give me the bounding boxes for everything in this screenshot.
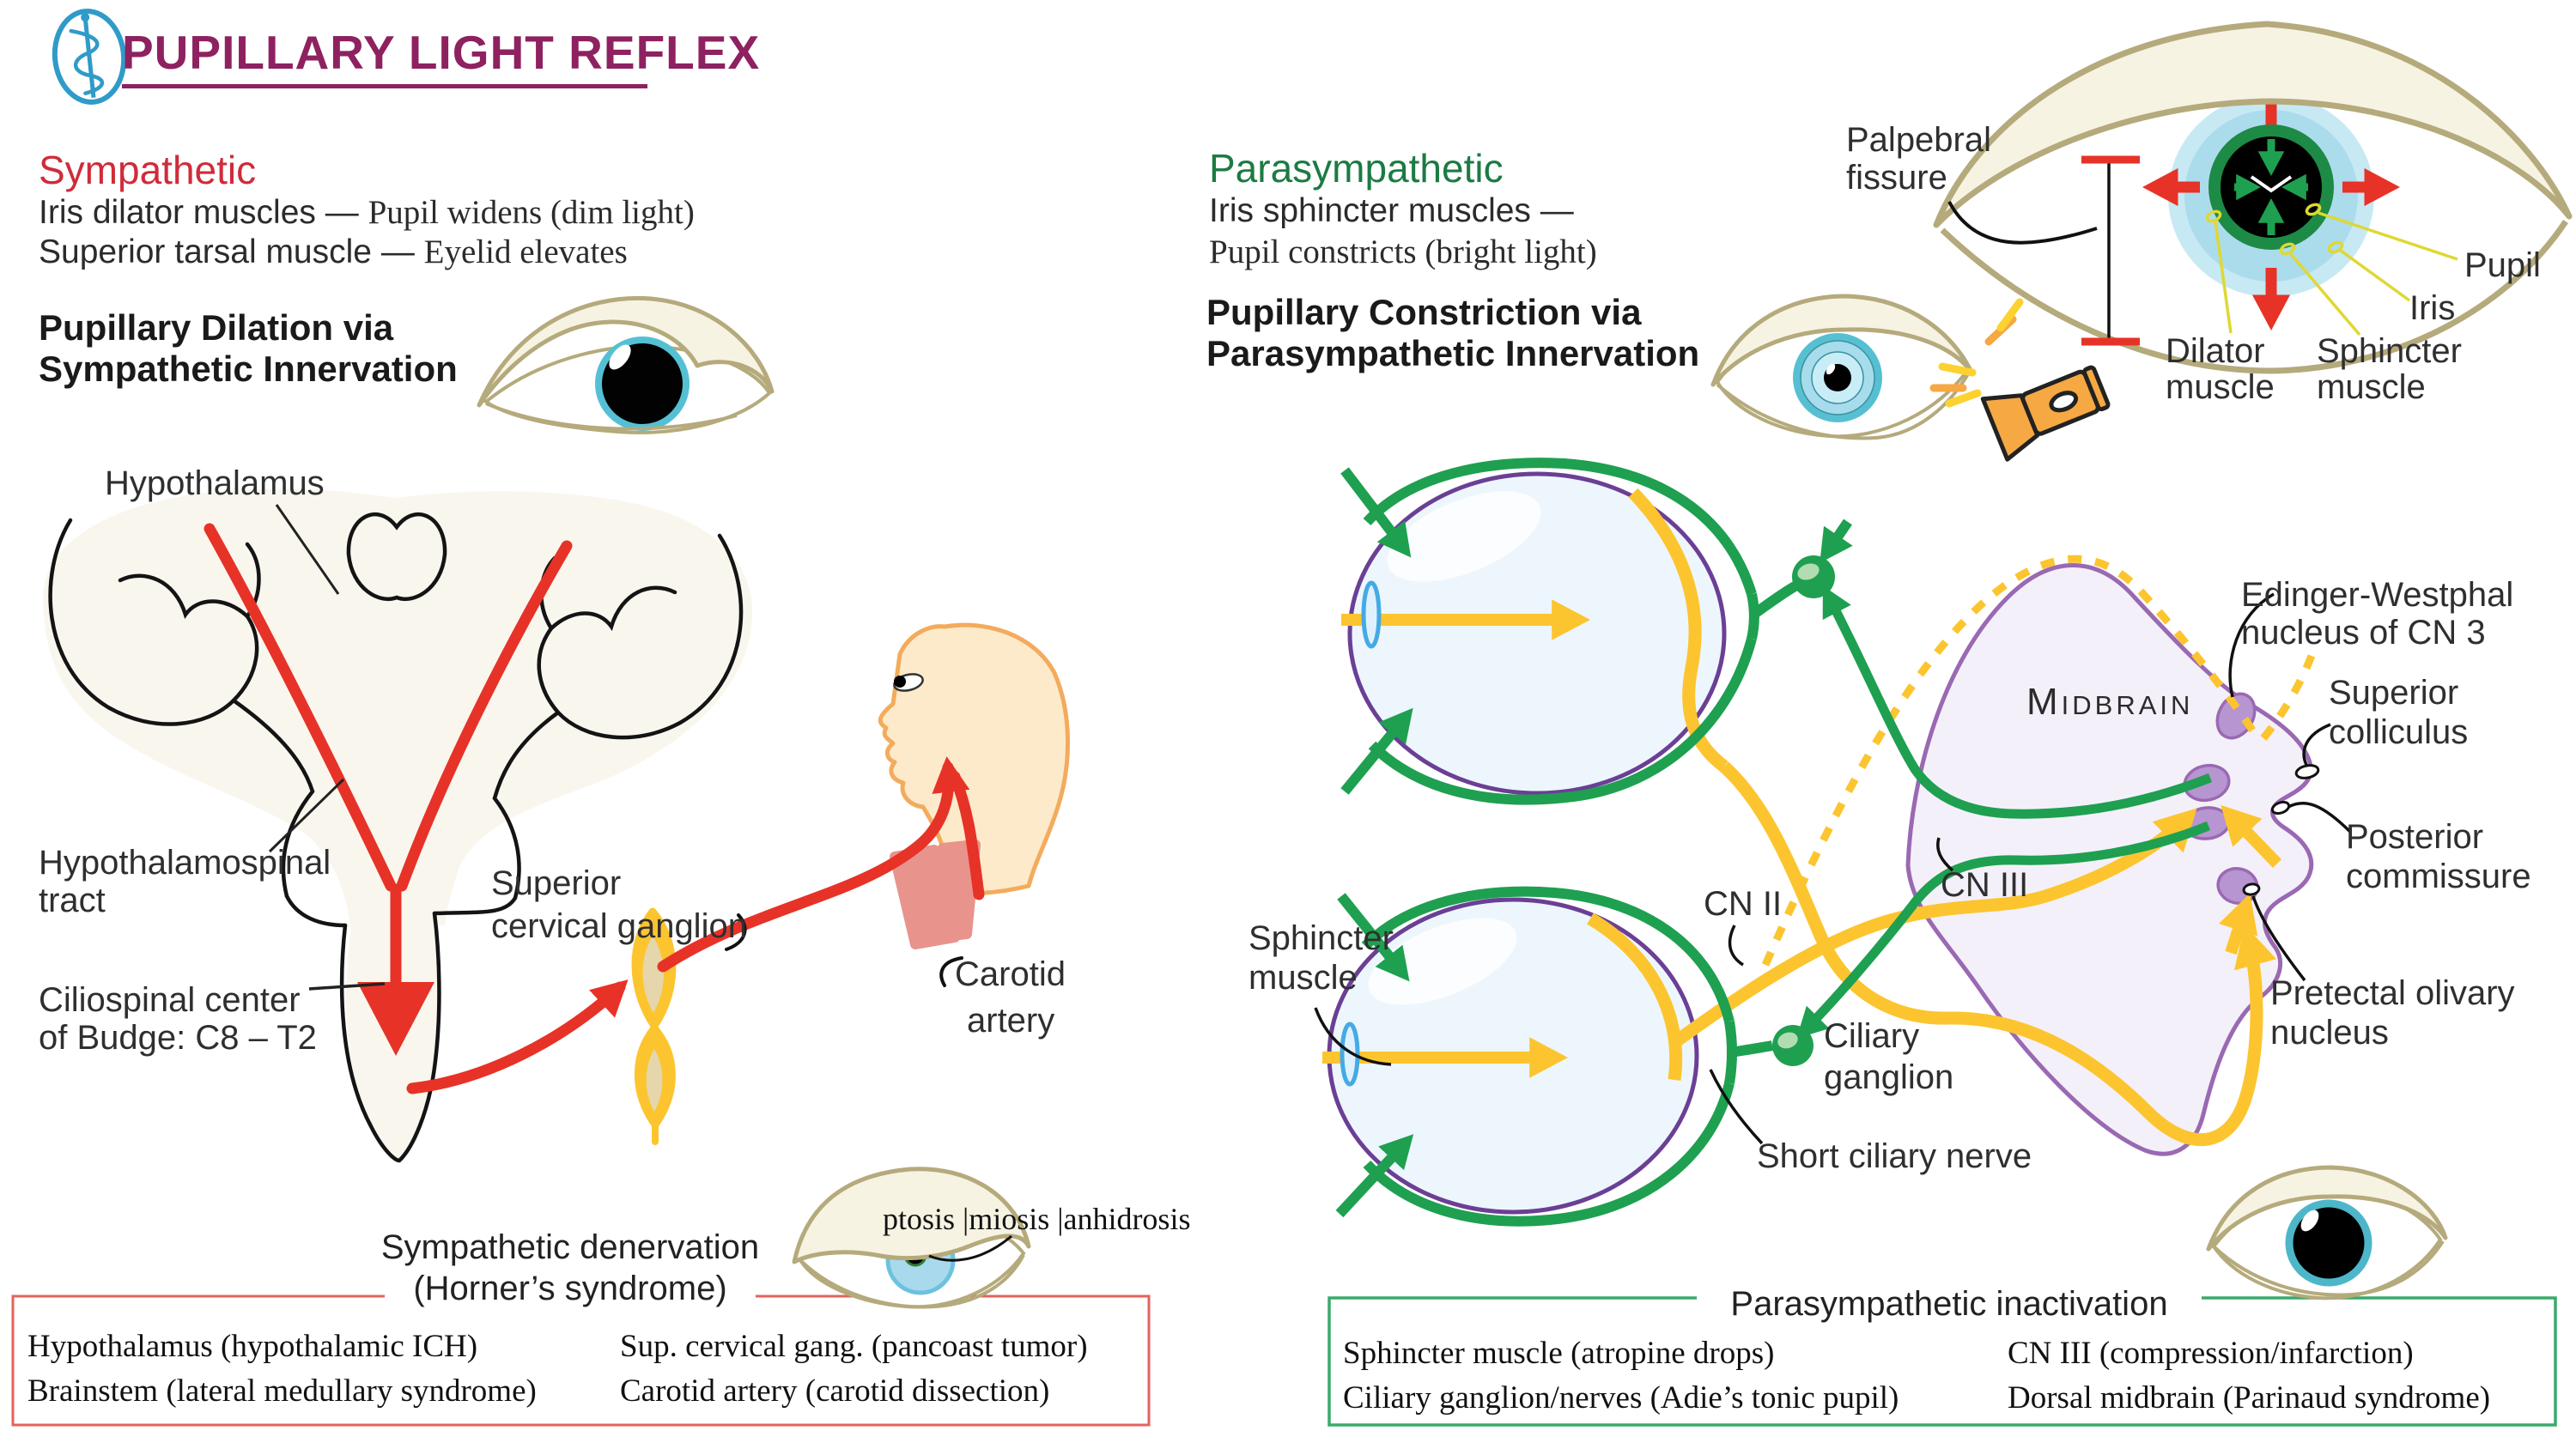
sympathetic-line2-lead: Superior tarsal muscle — [39,233,424,270]
label-edinger-westphal-1: Edinger-Westphal [2241,576,2513,614]
constriction-subtitle-line1: Pupillary Constriction via [1206,292,1642,332]
label-posterior-commissure-2: commissure [2346,858,2531,895]
label-carotid-2: artery [967,1002,1054,1040]
dilated-pupil [2285,1199,2372,1287]
label-dilator-1: Dilator [2166,332,2265,370]
lens-bottom-eye [1340,1022,1360,1087]
sympathetic-pathway-diagram: Hypothalamus Hypothalamospinal tract Cil… [39,464,1071,1163]
inactivation-cause-4: Dorsal midbrain (Parinaud syndrome) [2008,1380,2490,1416]
header: PUPILLARY LIGHT REFLEX [52,9,760,105]
lens-top-eye [1361,580,1382,649]
denervation-title-2: (Horner’s syndrome) [413,1270,726,1307]
horner-cause-1: Hypothalamus (hypothalamic ICH) [27,1329,477,1364]
upper-eyelid [1933,21,2573,228]
label-carotid-1: Carotid [955,955,1066,993]
label-ciliary-ganglion-2: ganglion [1824,1058,1953,1096]
sympathetic-line2-tail: Eyelid elevates [424,233,628,270]
label-edinger-westphal-2: nucleus of CN 3 [2241,614,2486,652]
sympathetic-line1-tail: Pupil widens (dim light) [368,194,695,231]
horner-syndrome-box: Sympathetic denervation (Horner’s syndro… [11,1167,1190,1427]
dilation-subtitle-line2: Sympathetic Innervation [39,349,458,389]
pupil-with-sphincter-ring [2208,124,2334,250]
oculomotor-paths [1335,458,2213,1227]
sympathetic-red-arrows [204,523,985,1094]
sympathetic-heading: Sympathetic [39,148,256,192]
flashlight-icon [1929,298,2111,462]
inactivation-cause-3: CN III (compression/infarction) [2008,1336,2414,1371]
title-underline [122,84,647,88]
label-dilator-2: muscle [2166,368,2275,406]
label-superior-colliculus-2: colliculus [2329,713,2468,751]
page-title: PUPILLARY LIGHT REFLEX [122,26,760,79]
constriction-subtitle-line2: Parasympathetic Innervation [1206,333,1699,373]
sympathetic-line1: Iris dilator muscles — Pupil widens (dim… [39,194,695,231]
parasympathetic-pathway-diagram: Midbrain Edinger-Westphal nucleus of CN … [1249,458,2531,1227]
horner-eye-illustration [792,1167,1031,1309]
dilated-eye-illustration [477,295,775,434]
superior-cervical-ganglion-shape [631,907,677,1145]
label-cn2: CN II [1704,885,1782,923]
label-ciliary-ganglion-1: Ciliary [1824,1017,1919,1055]
pathway-leader-rings [2242,764,2320,896]
horner-triad: ptosis |miosis |anhidrosis [883,1202,1190,1236]
eye-anatomy-diagram: Palpebral fissure Pupil Iris Dilator mus… [1846,21,2573,406]
label-pupil: Pupil [2464,246,2541,284]
label-hypothalamus: Hypothalamus [105,464,325,502]
ptotic-eyelid [792,1167,1031,1264]
label-ciliospinal-1: Ciliospinal center [39,981,301,1019]
label-sphincter-2: muscle [2317,368,2426,406]
label-pretectal-2: nucleus [2270,1014,2389,1052]
inactivation-cause-2: Ciliary ganglion/nerves (Adie’s tonic pu… [1343,1380,1899,1416]
carotid-artery-shape [890,840,981,949]
label-sphincter-muscle-1: Sphincter [1249,919,1394,957]
label-posterior-commissure-1: Posterior [2346,818,2483,856]
label-scg-2: cervical ganglion [491,907,747,945]
label-hypothalamospinal-1: Hypothalamospinal [39,844,331,882]
inactivation-cause-1: Sphincter muscle (atropine drops) [1343,1336,1774,1371]
dilated-pupil [595,336,690,431]
upper-eyelid [477,295,775,408]
midbrain-shape [1905,563,2314,1156]
medical-logo-icon [52,9,127,105]
inactivation-title: Parasympathetic inactivation [1730,1285,2167,1323]
label-pretectal-1: Pretectal olivary [2270,974,2515,1012]
horner-cause-3: Sup. cervical gang. (pancoast tumor) [620,1329,1088,1364]
sympathetic-line2: Superior tarsal muscle — Eyelid elevates [39,233,628,270]
label-superior-colliculus-1: Superior [2329,674,2458,712]
label-sphincter-1: Sphincter [2317,332,2462,370]
brainstem-outline [48,512,744,1163]
label-midbrain: Midbrain [2026,681,2193,723]
label-sphincter-muscle-2: muscle [1249,959,1358,997]
label-scg-1: Superior [491,864,621,902]
label-short-ciliary-nerve: Short ciliary nerve [1757,1137,2032,1175]
parasympathetic-heading: Parasympathetic [1209,146,1504,191]
parasympathetic-line2: Pupil constricts (bright light) [1209,233,1597,270]
label-iris: Iris [2409,289,2455,327]
anatomy-leader-lines [2205,203,2458,336]
pathway-leader-lines [1314,592,2353,1145]
inactivation-eye-illustration [2206,1165,2448,1300]
parasympathetic-line1: Iris sphincter muscles — [1209,192,1574,229]
label-ciliospinal-2: of Budge: C8 – T2 [39,1019,317,1057]
label-hypothalamospinal-2: tract [39,882,106,919]
parasympathetic-section-text: Parasympathetic Iris sphincter muscles —… [1206,146,1699,373]
label-cn3: CN III [1941,866,2028,904]
sympathetic-section-text: Sympathetic Iris dilator muscles — Pupil… [39,148,695,389]
dilation-subtitle-line1: Pupillary Dilation via [39,307,394,348]
horner-cause-2: Brainstem (lateral medullary syndrome) [27,1373,537,1409]
horner-cause-4: Carotid artery (carotid dissection) [620,1373,1049,1409]
denervation-title-1: Sympathetic denervation [381,1228,759,1266]
face-profile-illustration [878,622,1071,896]
label-palpebral-2: fissure [1846,159,1947,197]
sympathetic-line1-lead: Iris dilator muscles — [39,194,368,231]
sphincter-arrows [2234,139,2308,235]
parasympathetic-inactivation-box: Parasympathetic inactivation Sphincter m… [1327,1165,2557,1427]
label-palpebral-1: Palpebral [1846,121,1991,159]
optic-nerve-paths [1322,488,2316,1147]
constricted-eye-illustration [1710,294,1973,440]
